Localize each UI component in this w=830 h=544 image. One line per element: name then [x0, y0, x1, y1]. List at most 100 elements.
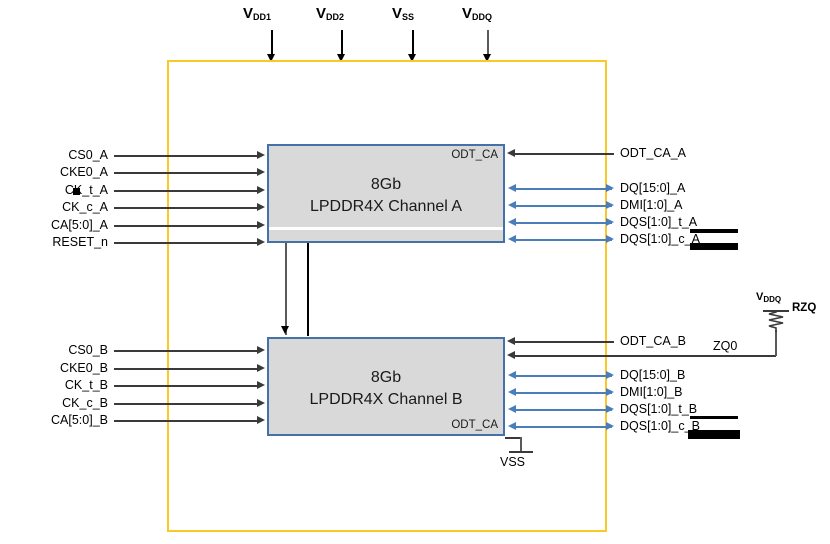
power-rail-arrow-vdd2 [337, 54, 345, 62]
power-rail-line-vddq [487, 30, 489, 56]
power-rail-label-vss: VSS [392, 5, 415, 22]
channel-b-bidir-arrow-right-dqs-c [606, 422, 614, 430]
power-rail-line-vss [412, 30, 414, 56]
channel-b-odt-ca-b-label: ODT_CA_B [620, 334, 686, 348]
power-rail-label-vddq: VDDQ [462, 5, 493, 22]
channel-b-input-line-cke0 [114, 368, 259, 370]
zq0-arrow [507, 351, 515, 359]
power-rail-label-vdd2: VDD2 [316, 5, 345, 22]
channel-b-bidir-arrow-right-dmi [606, 388, 614, 396]
channel-a-input-label-cs0: CS0_A [68, 148, 108, 162]
channel-b-bidir-label-dqs-t: DQS[1:0]_t_B [620, 402, 698, 416]
rzq-supply-label-vddq: VDDQ [756, 291, 782, 304]
channel-b-vss-line-horizontal [505, 437, 522, 439]
rzq-resistor-label: RZQ [792, 302, 817, 314]
channel-a-bidir-line-dqs-c [516, 239, 612, 241]
channel-a-dqs-t-overbar [690, 229, 738, 233]
channel-a-input-arrow-ck-t [257, 186, 265, 194]
channel-b-input-line-cs0 [114, 350, 259, 352]
channel-a-odt-line [513, 153, 614, 155]
channel-b-bidir-label-dqs-c: DQS[1:0]_c_B [620, 419, 700, 433]
channel-a-input-arrow-cs0 [257, 151, 265, 159]
channel-a-bidir-arrow-right-dqs-t [606, 218, 614, 226]
power-rail-label-vdd1: VDD1 [243, 5, 272, 22]
power-rail-line-vdd1 [271, 30, 273, 56]
channel-b-bidir-arrow-left-dmi [508, 388, 516, 396]
channel-b-label-size: 8Gb [370, 369, 402, 386]
ck-t-a-artifact-mark [73, 188, 80, 195]
channel-b-input-label-ck-t: CK_t_B [64, 378, 108, 392]
channel-b-dqs-t-overbar [690, 416, 738, 419]
channel-b-input-line-ck-c [114, 403, 259, 405]
channel-b-bidir-arrow-right-dq [606, 371, 614, 379]
channel-a-bidir-line-dqs-t [516, 222, 612, 224]
channel-b-input-arrow-cke0 [257, 364, 265, 372]
zq0-line-horizontal [513, 355, 776, 357]
channel-b-odt-ca-corner-label: ODT_CA [451, 419, 498, 431]
channel-b-odt-arrow [507, 337, 515, 345]
power-rail-arrow-vddq [483, 54, 491, 62]
power-rail-line-vdd2 [341, 30, 343, 56]
channel-b-input-label-cke0: CKE0_B [60, 361, 108, 375]
channel-b-bidir-arrow-right-dqs-t [606, 405, 614, 413]
channel-a-bidir-label-dmi: DMI[1:0]_A [620, 198, 683, 212]
channel-b-block[interactable]: 8Gb LPDDR4X Channel B ODT_CA [267, 337, 505, 436]
channel-b-bidir-line-dqs-t [516, 409, 612, 411]
zq0-line-vertical [775, 330, 777, 356]
channel-b-input-line-ca [114, 420, 259, 422]
channel-a-dqs-c-overbar [690, 243, 738, 250]
interblock-arrow [281, 326, 289, 334]
channel-b-bidir-arrow-left-dqs-c [508, 422, 516, 430]
channel-a-input-label-ck-t: CK_t_A [64, 183, 108, 197]
channel-b-vss-label: VSS [500, 455, 526, 469]
channel-a-bidir-line-dq [516, 188, 612, 190]
channel-a-bidir-arrow-right-dq [606, 184, 614, 192]
channel-a-input-arrow-ca [257, 221, 265, 229]
channel-b-bidir-arrow-left-dqs-t [508, 405, 516, 413]
channel-a-input-arrow-cke0 [257, 168, 265, 176]
zq0-pin-label: ZQ0 [713, 339, 738, 353]
channel-a-bidir-arrow-right-dqs-c [606, 235, 614, 243]
channel-a-input-line-ca [114, 225, 259, 227]
channel-b-input-arrow-ck-c [257, 399, 265, 407]
channel-a-input-line-ck-c [114, 207, 259, 209]
channel-b-odt-line [513, 341, 614, 343]
channel-a-input-arrow-ck-c [257, 203, 265, 211]
channel-b-vss-line-vertical [520, 437, 522, 452]
channel-b-input-arrow-ca [257, 416, 265, 424]
channel-a-input-arrow-reset [257, 238, 265, 246]
channel-a-input-label-ck-c: CK_c_A [62, 200, 108, 214]
channel-a-bidir-arrow-left-dq [508, 184, 516, 192]
channel-a-odt-ca-a-label: ODT_CA_A [620, 146, 686, 160]
channel-a-bidir-label-dqs-t: DQS[1:0]_t_A [620, 215, 698, 229]
channel-b-label-name: LPDDR4X Channel B [309, 391, 463, 408]
channel-b-vss-ground-bar [509, 451, 533, 453]
channel-b-bidir-arrow-left-dq [508, 371, 516, 379]
channel-b-bidir-line-dmi [516, 392, 612, 394]
channel-a-bidir-arrow-right-dmi [606, 201, 614, 209]
channel-a-bidir-arrow-left-dqs-t [508, 218, 516, 226]
channel-b-input-label-ca: CA[5:0]_B [51, 413, 108, 427]
channel-a-input-line-reset [114, 242, 259, 244]
channel-b-bidir-line-dqs-c [516, 426, 612, 428]
channel-b-input-label-ck-c: CK_c_B [62, 396, 108, 410]
interblock-line-plain [307, 243, 309, 336]
channel-a-label-size: 8Gb [370, 176, 402, 193]
power-rail-arrow-vdd1 [267, 54, 275, 62]
channel-a-inner-divider [269, 227, 503, 230]
channel-a-input-line-cs0 [114, 155, 259, 157]
channel-a-input-label-cke0: CKE0_A [60, 165, 108, 179]
channel-a-input-line-ck-t [114, 190, 259, 192]
channel-a-block[interactable]: 8Gb LPDDR4X Channel A ODT_CA [267, 144, 505, 243]
channel-a-input-label-reset: RESET_n [52, 235, 108, 249]
channel-a-input-label-ca: CA[5:0]_A [51, 218, 108, 232]
channel-b-bidir-label-dmi: DMI[1:0]_B [620, 385, 683, 399]
channel-b-input-label-cs0: CS0_B [68, 343, 108, 357]
channel-b-input-arrow-cs0 [257, 346, 265, 354]
channel-a-bidir-arrow-left-dqs-c [508, 235, 516, 243]
channel-a-odt-ca-corner-label: ODT_CA [451, 149, 498, 161]
power-rail-arrow-vss [408, 54, 416, 62]
channel-b-input-line-ck-t [114, 385, 259, 387]
channel-a-bidir-arrow-left-dmi [508, 201, 516, 209]
